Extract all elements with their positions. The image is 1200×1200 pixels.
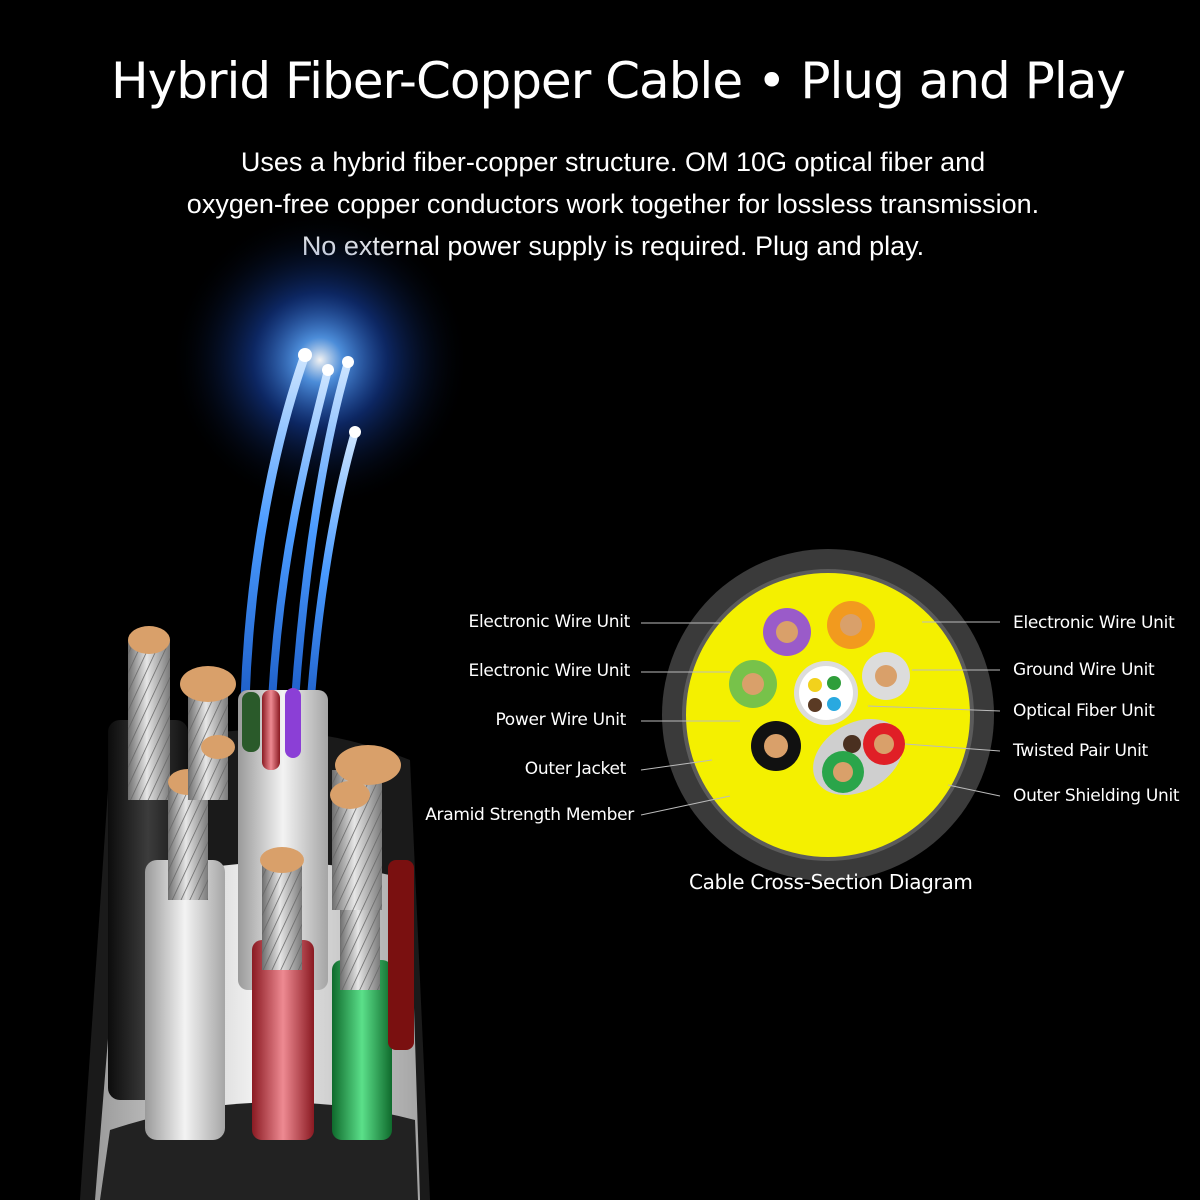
copper-tip (330, 781, 370, 809)
red-wire-insulation (252, 940, 314, 1140)
description-line-1: Uses a hybrid fiber-copper structure. OM… (240, 147, 986, 177)
fiber-unit-tube (238, 690, 328, 990)
label-aramid-strength-member: Aramid Strength Member (425, 805, 634, 825)
fiber-tip (342, 356, 354, 368)
copper-tip (180, 666, 236, 702)
copper-strand-texture (262, 860, 302, 970)
fiber-buffer-green (242, 692, 260, 752)
page-title: Hybrid Fiber-Copper Cable • Plug and Pla… (111, 52, 1126, 110)
label-ground-wire-unit: Ground Wire Unit (1013, 660, 1155, 680)
label-outer-shielding-unit: Outer Shielding Unit (1013, 786, 1180, 806)
conductor-core (874, 734, 894, 754)
label-outer-jacket: Outer Jacket (524, 759, 627, 779)
red-wire-insulation-back (388, 860, 414, 1050)
fiber-tip (298, 348, 312, 362)
cross-section (662, 549, 994, 881)
conductor-core (833, 762, 853, 782)
conductor-core (764, 734, 788, 758)
conductor-core (875, 665, 897, 687)
copper-strand-texture (128, 640, 170, 800)
drain-wire (843, 735, 861, 753)
copper-tip (260, 847, 304, 873)
optical-fiber-tube (799, 666, 853, 720)
fiber-strand (240, 353, 310, 701)
label-electronic-wire-unit-left-2: Electronic Wire Unit (468, 661, 631, 681)
conductor-core (742, 673, 764, 695)
copper-tip (335, 745, 401, 785)
leader-lines-left (640, 622, 740, 816)
fiber-strand (268, 369, 332, 701)
leader-lines-right (867, 621, 1001, 797)
fiber-core-blue (827, 697, 841, 711)
label-twisted-pair-unit: Twisted Pair Unit (1013, 741, 1148, 761)
fiber-buffer-purple (285, 688, 301, 758)
fiber-buffer-red (262, 690, 280, 770)
fiber-tip (322, 364, 334, 376)
label-electronic-wire-unit-left-1: Electronic Wire Unit (468, 612, 631, 632)
white-wire-insulation (145, 860, 225, 1140)
copper-tip (201, 735, 235, 759)
fiber-core-brown (808, 698, 822, 712)
fiber-core-yellow (808, 678, 822, 692)
fiber-glow (170, 210, 470, 510)
fiber-strand (306, 430, 359, 711)
label-optical-fiber-unit: Optical Fiber Unit (1013, 701, 1155, 721)
label-electronic-wire-unit-right: Electronic Wire Unit (1013, 613, 1175, 633)
conductor-core (840, 614, 862, 636)
fiber-tip (349, 426, 361, 438)
diagram-caption: Cable Cross-Section Diagram (689, 870, 973, 894)
label-power-wire-unit: Power Wire Unit (495, 710, 626, 730)
fiber-core-green (827, 676, 841, 690)
green-wire-insulation (332, 960, 392, 1140)
fiber-strand (291, 360, 352, 701)
copper-tip (128, 626, 170, 654)
conductor-core (776, 621, 798, 643)
